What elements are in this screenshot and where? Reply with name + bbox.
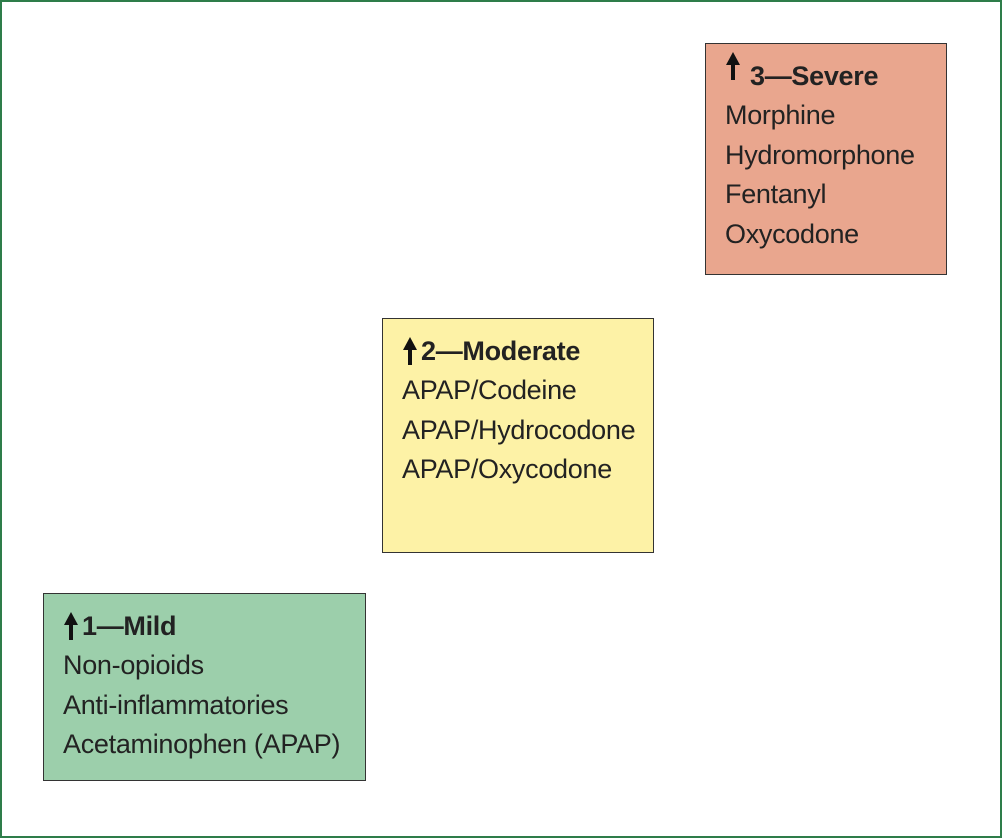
- up-arrow-icon: [63, 611, 79, 641]
- step-mild-drug-list: Non-opioids Anti-inflammatories Acetamin…: [63, 646, 365, 765]
- drug-item: Acetaminophen (APAP): [63, 729, 341, 759]
- up-arrow-icon: [402, 336, 418, 366]
- step-severe-drug-list: Morphine Hydromorphone Fentanyl Oxycodon…: [725, 96, 946, 254]
- step-mild-title-text: 1—Mild: [82, 611, 177, 641]
- step-severe-title: 3—Severe: [725, 52, 946, 96]
- step-severe-title-text: 3—Severe: [750, 61, 879, 91]
- drug-item: APAP/Oxycodone: [402, 454, 612, 484]
- step-moderate-title: 2—Moderate: [402, 331, 653, 371]
- step-moderate-drug-list: APAP/Codeine APAP/Hydrocodone APAP/Oxyco…: [402, 371, 653, 490]
- step-mild-box: 1—Mild Non-opioids Anti-inflammatories A…: [43, 593, 366, 781]
- drug-item: Anti-inflammatories: [63, 689, 289, 720]
- drug-item: APAP/Codeine: [402, 375, 577, 405]
- up-arrow-icon: [725, 51, 741, 81]
- drug-item: Oxycodone: [725, 218, 859, 249]
- step-moderate-box: 2—Moderate APAP/Codeine APAP/Hydrocodone…: [382, 318, 654, 553]
- drug-item: APAP/Hydrocodone: [402, 414, 636, 445]
- step-severe-box: 3—Severe Morphine Hydromorphone Fentanyl…: [705, 43, 947, 275]
- step-moderate-title-text: 2—Moderate: [421, 336, 581, 366]
- drug-item: Morphine: [725, 100, 836, 130]
- drug-item: Hydromorphone: [725, 139, 915, 170]
- step-mild-title: 1—Mild: [63, 606, 365, 646]
- drug-item: Fentanyl: [725, 179, 827, 209]
- drug-item: Non-opioids: [63, 650, 204, 680]
